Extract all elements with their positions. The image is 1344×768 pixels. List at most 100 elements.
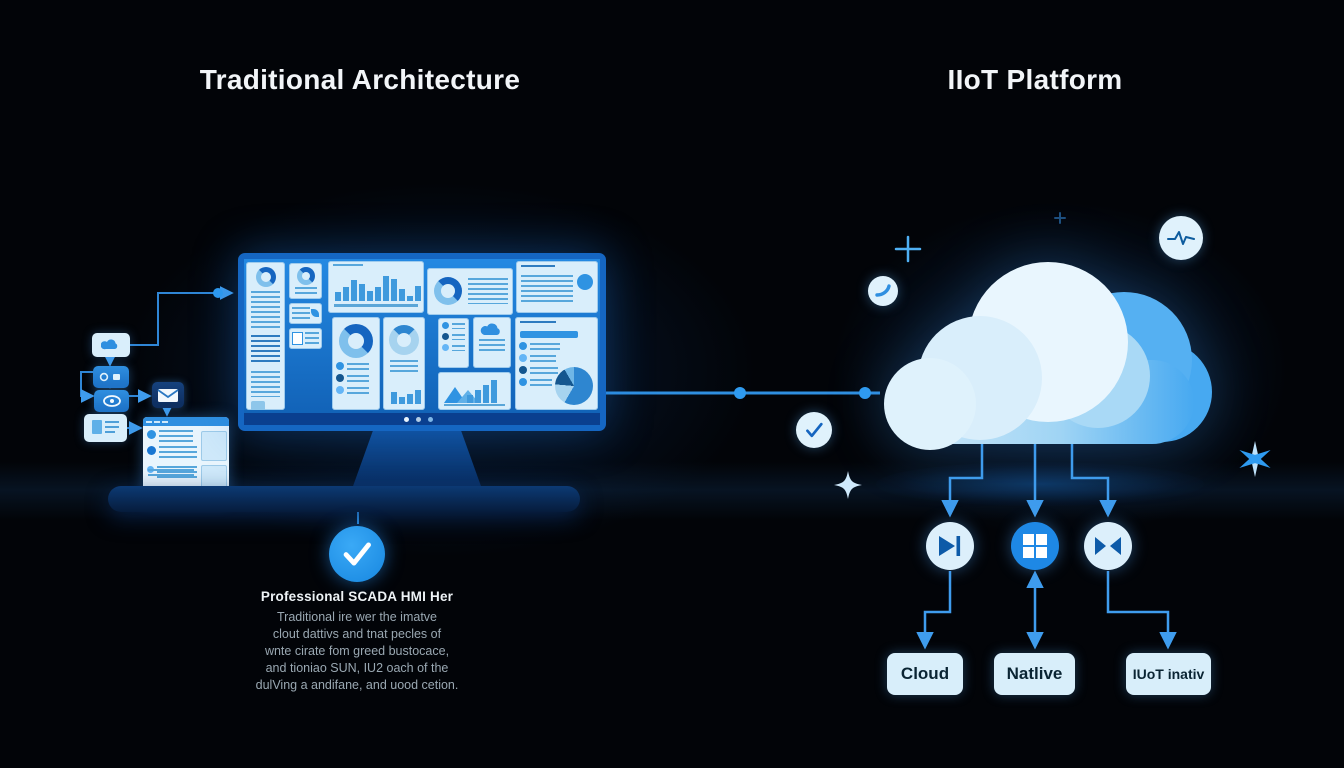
legend-row bbox=[336, 374, 376, 382]
widget-gauge bbox=[296, 267, 315, 285]
list-row bbox=[519, 354, 594, 362]
widget-lines bbox=[305, 332, 319, 344]
chat-side-panel bbox=[201, 431, 227, 461]
check-circle-badge bbox=[329, 526, 385, 582]
rising-bar-chart bbox=[467, 380, 497, 403]
donut-chart bbox=[339, 324, 373, 358]
card-title-line bbox=[520, 321, 556, 326]
avatar bbox=[147, 446, 156, 455]
sidebar-text-lines bbox=[251, 371, 280, 397]
list-row bbox=[519, 378, 594, 386]
card-title-line bbox=[521, 265, 555, 270]
chat-message-row bbox=[147, 430, 226, 442]
mail-node bbox=[152, 382, 184, 408]
chart-baseline bbox=[444, 404, 505, 406]
document-icon bbox=[91, 420, 119, 434]
windows-logo-icon bbox=[1023, 534, 1047, 558]
list-mini-card bbox=[438, 318, 469, 368]
card-text-lines bbox=[521, 275, 573, 303]
highlight-bar bbox=[520, 331, 578, 338]
scada-dashboard-screen bbox=[244, 259, 600, 413]
status-card bbox=[516, 261, 598, 313]
card-title-line bbox=[333, 264, 363, 268]
label-cloud: Cloud bbox=[887, 653, 963, 695]
tiny-plus-sparkle-icon bbox=[1054, 212, 1066, 224]
status-circle-icon bbox=[577, 274, 593, 290]
note-line: wnte cirate fom greed bustocace, bbox=[264, 644, 450, 658]
chip-icon bbox=[99, 372, 120, 382]
cloud-sync-icon bbox=[101, 339, 118, 350]
sidebar-thumbnail bbox=[251, 401, 265, 410]
pulse-circle bbox=[1159, 216, 1203, 260]
widget-lines bbox=[294, 287, 317, 294]
asterisk-icon bbox=[1239, 441, 1271, 477]
label-cloud-text: Cloud bbox=[900, 664, 950, 683]
bowtie-circle bbox=[1084, 522, 1132, 570]
eye-icon bbox=[102, 395, 121, 407]
card-text-lines bbox=[390, 360, 418, 372]
document-node bbox=[84, 414, 127, 442]
chat-text-lines bbox=[148, 469, 194, 479]
list-row bbox=[519, 366, 594, 374]
chat-text-lines bbox=[159, 430, 193, 442]
legend-row bbox=[336, 362, 376, 370]
cloud-sync-node bbox=[92, 333, 130, 357]
windows-circle bbox=[1011, 522, 1059, 570]
widget-doc-card bbox=[289, 328, 322, 349]
note-block: Professional SCADA HMI Her Traditional i… bbox=[217, 589, 497, 694]
widget-lines bbox=[292, 307, 310, 319]
note-line: and tioniao SUN, IU2 oach of the bbox=[265, 661, 449, 675]
skip-next-circle bbox=[926, 522, 974, 570]
doc-icon bbox=[292, 332, 303, 345]
note-line: clout dattivs and tnat pecles of bbox=[272, 627, 442, 641]
dashboard-sidebar bbox=[246, 262, 285, 410]
widget-note-card bbox=[289, 303, 322, 324]
label-native: Natlive bbox=[994, 653, 1075, 695]
chip-node bbox=[93, 366, 129, 388]
tall-donut-card-1 bbox=[332, 317, 380, 410]
sidebar-gauge bbox=[255, 267, 276, 287]
list-row bbox=[519, 342, 594, 350]
monitor-base bbox=[108, 486, 580, 512]
check-small-circle bbox=[796, 412, 832, 448]
check-icon bbox=[806, 422, 823, 438]
mini-bar-chart bbox=[335, 276, 421, 301]
card-text-lines bbox=[479, 339, 505, 353]
plus-sparkle-icon bbox=[894, 235, 922, 263]
label-iiot-native: IUoT inativ bbox=[1126, 653, 1211, 695]
list-pie-card bbox=[515, 317, 598, 410]
donut-chart bbox=[434, 277, 462, 305]
legend-row bbox=[336, 386, 376, 394]
chat-window-titlebar bbox=[143, 417, 229, 426]
sidebar-text-lines bbox=[251, 291, 280, 329]
widget-gauge-card bbox=[289, 263, 322, 299]
pie-chart bbox=[555, 367, 593, 405]
list-row bbox=[442, 333, 465, 340]
swoosh-circle bbox=[868, 276, 898, 306]
list-row bbox=[442, 344, 465, 351]
chat-message-row bbox=[147, 446, 226, 458]
avatar bbox=[147, 430, 156, 439]
chat-text-lines bbox=[159, 446, 197, 458]
chart-baseline bbox=[334, 304, 418, 307]
bar-chart-card bbox=[328, 261, 424, 313]
cloud-icon bbox=[480, 323, 500, 336]
pulse-icon bbox=[1167, 231, 1195, 245]
four-point-sparkle-icon bbox=[834, 471, 862, 499]
note-line: Traditional ire wer the imatve bbox=[276, 610, 438, 624]
title-traditional: Traditional Architecture bbox=[199, 64, 521, 95]
label-iiot-native-text: IUoT inativ bbox=[1132, 666, 1205, 682]
list-row bbox=[442, 322, 465, 329]
bowtie-icon bbox=[1095, 537, 1121, 555]
label-native-text: Natlive bbox=[1006, 664, 1063, 683]
monitor bbox=[238, 253, 606, 431]
title-iiot: IIoT Platform bbox=[947, 64, 1123, 95]
monitor-stand bbox=[352, 431, 482, 489]
note-title: Professional SCADA HMI Her bbox=[260, 589, 454, 604]
skip-next-icon bbox=[939, 536, 961, 556]
eye-node bbox=[94, 390, 129, 412]
cloud-widget-card bbox=[473, 317, 511, 368]
monitor-bezel bbox=[244, 413, 600, 425]
cloud-illustration bbox=[884, 262, 1212, 450]
